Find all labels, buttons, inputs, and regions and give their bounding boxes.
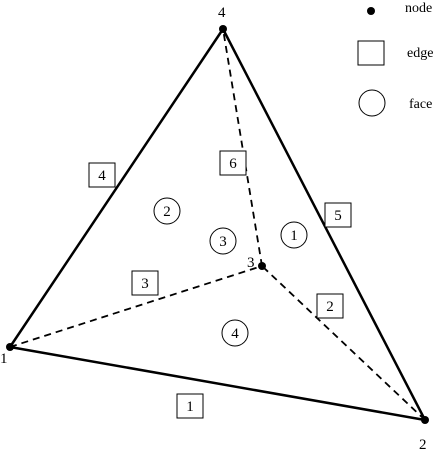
svg-text:6: 6 <box>229 156 237 172</box>
legend-face-label: face <box>409 97 432 112</box>
svg-text:1: 1 <box>290 228 298 244</box>
svg-text:2: 2 <box>163 204 171 220</box>
node-dots <box>6 25 429 424</box>
legend-edge-symbol <box>357 40 385 66</box>
node-label-2: 2 <box>419 437 427 453</box>
svg-text:3: 3 <box>141 276 149 292</box>
solid-edges <box>8 27 427 422</box>
node-dot-3 <box>258 262 266 270</box>
face-label-1: 1 <box>280 221 308 249</box>
edge-line-2-3 <box>261 265 426 421</box>
node-label-3: 3 <box>247 255 255 271</box>
edge-label-6: 6 <box>219 150 247 176</box>
svg-text:4: 4 <box>231 326 239 342</box>
svg-text:5: 5 <box>334 208 342 224</box>
face-label-4: 4 <box>221 319 249 347</box>
face-label-3: 3 <box>209 227 237 255</box>
edge-label-3: 3 <box>131 270 159 296</box>
legend-node-symbol <box>367 7 375 15</box>
edge-line-3-4 <box>222 28 263 267</box>
node-dot-4 <box>219 25 227 33</box>
legend-edge-label: edge <box>407 46 433 61</box>
node-label-4: 4 <box>218 5 226 21</box>
node-label-1: 1 <box>0 351 8 367</box>
edge-label-1: 1 <box>176 393 204 419</box>
node-dot-1 <box>6 343 14 351</box>
svg-text:4: 4 <box>98 168 106 184</box>
legend-face-symbol <box>358 89 386 117</box>
edge-line-2-4 <box>221 27 427 422</box>
face-label-2: 2 <box>153 197 181 225</box>
svg-text:2: 2 <box>326 299 334 315</box>
edge-label-4: 4 <box>88 162 116 188</box>
edge-line-1-2 <box>8 345 427 422</box>
legend: node edge face <box>357 1 433 117</box>
edge-line-1-3 <box>9 265 263 348</box>
svg-text:1: 1 <box>186 399 194 415</box>
edge-line-1-4 <box>8 27 225 349</box>
svg-text:3: 3 <box>219 234 227 250</box>
edge-label-2: 2 <box>316 293 344 319</box>
node-dot-2 <box>421 416 429 424</box>
legend-node-label: node <box>405 1 432 16</box>
dashed-edges <box>9 28 426 421</box>
edge-label-5: 5 <box>324 202 352 228</box>
